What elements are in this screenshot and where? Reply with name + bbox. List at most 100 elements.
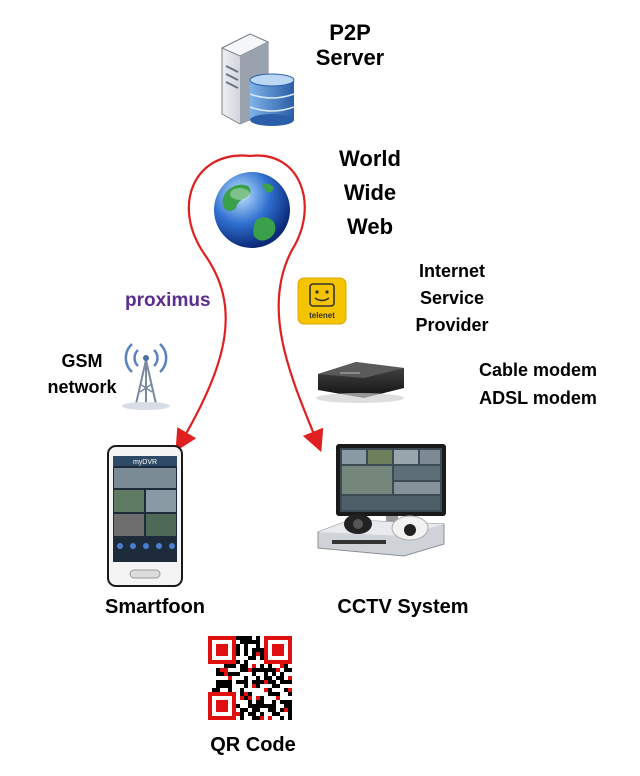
qr-module bbox=[260, 680, 264, 684]
qr-module bbox=[224, 684, 228, 688]
qr-module bbox=[276, 692, 280, 696]
qr-module bbox=[268, 664, 272, 668]
qr-module bbox=[256, 644, 260, 648]
qr-module bbox=[248, 640, 252, 644]
qr-module bbox=[244, 696, 248, 700]
qr-module bbox=[264, 668, 268, 672]
qr-module bbox=[288, 692, 292, 696]
qr-module bbox=[216, 668, 220, 672]
qr-module bbox=[272, 680, 276, 684]
qr-module bbox=[272, 708, 276, 712]
qr-module bbox=[264, 672, 268, 676]
qr-module bbox=[228, 672, 232, 676]
qr-module bbox=[236, 704, 240, 708]
qr-module bbox=[236, 652, 240, 656]
qr-module bbox=[280, 676, 284, 680]
qr-module bbox=[256, 652, 260, 656]
qr-module bbox=[240, 640, 244, 644]
qr-module bbox=[268, 680, 272, 684]
qr-module bbox=[244, 652, 248, 656]
qr-module bbox=[216, 684, 220, 688]
qr-module bbox=[280, 708, 284, 712]
qr-module bbox=[264, 704, 268, 708]
qr-module bbox=[256, 640, 260, 644]
proximus-logo: proximus bbox=[125, 290, 211, 311]
qr-module bbox=[260, 712, 264, 716]
qr-module bbox=[280, 664, 284, 668]
qr-module bbox=[216, 672, 220, 676]
qr-module bbox=[284, 688, 288, 692]
qr-module bbox=[244, 644, 248, 648]
server-label: P2P Server bbox=[300, 20, 400, 71]
qr-module bbox=[252, 664, 256, 668]
qr-module bbox=[248, 692, 252, 696]
qr-module bbox=[244, 680, 248, 684]
qr-module bbox=[256, 704, 260, 708]
smartphone-label: Smartfoon bbox=[105, 596, 205, 618]
qr-module bbox=[252, 668, 256, 672]
qr-module bbox=[260, 696, 264, 700]
qr-module bbox=[220, 672, 224, 676]
qr-module bbox=[272, 668, 276, 672]
qr-module bbox=[284, 708, 288, 712]
qr-module bbox=[224, 672, 228, 676]
qr-module bbox=[252, 656, 256, 660]
qr-module bbox=[236, 660, 240, 664]
qr-module bbox=[248, 712, 252, 716]
qr-module bbox=[248, 668, 252, 672]
qr-finder-outer bbox=[208, 636, 236, 664]
telenet-logo-text: telenet bbox=[309, 311, 335, 320]
qr-module bbox=[216, 688, 220, 692]
qr-module bbox=[256, 636, 260, 640]
gsm-label-line1: GSM bbox=[61, 351, 103, 371]
www-label-line2: Wide bbox=[343, 180, 397, 205]
qr-module bbox=[276, 712, 280, 716]
qr-module bbox=[288, 712, 292, 716]
qr-module bbox=[252, 716, 256, 720]
qr-module bbox=[288, 700, 292, 704]
qr-module bbox=[256, 648, 260, 652]
qr-label: QR Code bbox=[210, 734, 296, 756]
qr-module bbox=[284, 668, 288, 672]
qr-module bbox=[288, 676, 292, 680]
qr-module bbox=[240, 716, 244, 720]
qr-module bbox=[256, 708, 260, 712]
isp-label: Internet Service Provider bbox=[400, 258, 504, 339]
qr-module bbox=[256, 680, 260, 684]
qr-module bbox=[260, 668, 264, 672]
qr-module bbox=[272, 704, 276, 708]
qr-module bbox=[260, 700, 264, 704]
qr-module bbox=[244, 660, 248, 664]
qr-module bbox=[272, 684, 276, 688]
qr-module bbox=[272, 712, 276, 716]
qr-module bbox=[280, 716, 284, 720]
qr-module bbox=[212, 688, 216, 692]
qr-module bbox=[236, 672, 240, 676]
qr-module bbox=[248, 700, 252, 704]
qr-module bbox=[288, 680, 292, 684]
qr-module bbox=[244, 636, 248, 640]
isp-label-line1: Internet bbox=[418, 261, 485, 281]
qr-module bbox=[220, 680, 224, 684]
qr-module bbox=[244, 668, 248, 672]
server-label-line1: P2P bbox=[329, 20, 371, 45]
qr-module bbox=[248, 636, 252, 640]
qr-module bbox=[288, 708, 292, 712]
qr-module bbox=[268, 668, 272, 672]
qr-module bbox=[272, 672, 276, 676]
qr-module bbox=[240, 712, 244, 716]
qr-module bbox=[284, 704, 288, 708]
qr-module bbox=[240, 664, 244, 668]
qr-module bbox=[240, 696, 244, 700]
qr-module bbox=[236, 680, 240, 684]
qr-module bbox=[276, 684, 280, 688]
qr-module bbox=[264, 688, 268, 692]
qr-module bbox=[256, 700, 260, 704]
qr-module bbox=[268, 676, 272, 680]
server-icon bbox=[220, 33, 295, 126]
qr-module bbox=[244, 676, 248, 680]
qr-module bbox=[240, 708, 244, 712]
qr-module bbox=[264, 676, 268, 680]
qr-code-icon bbox=[206, 634, 296, 724]
